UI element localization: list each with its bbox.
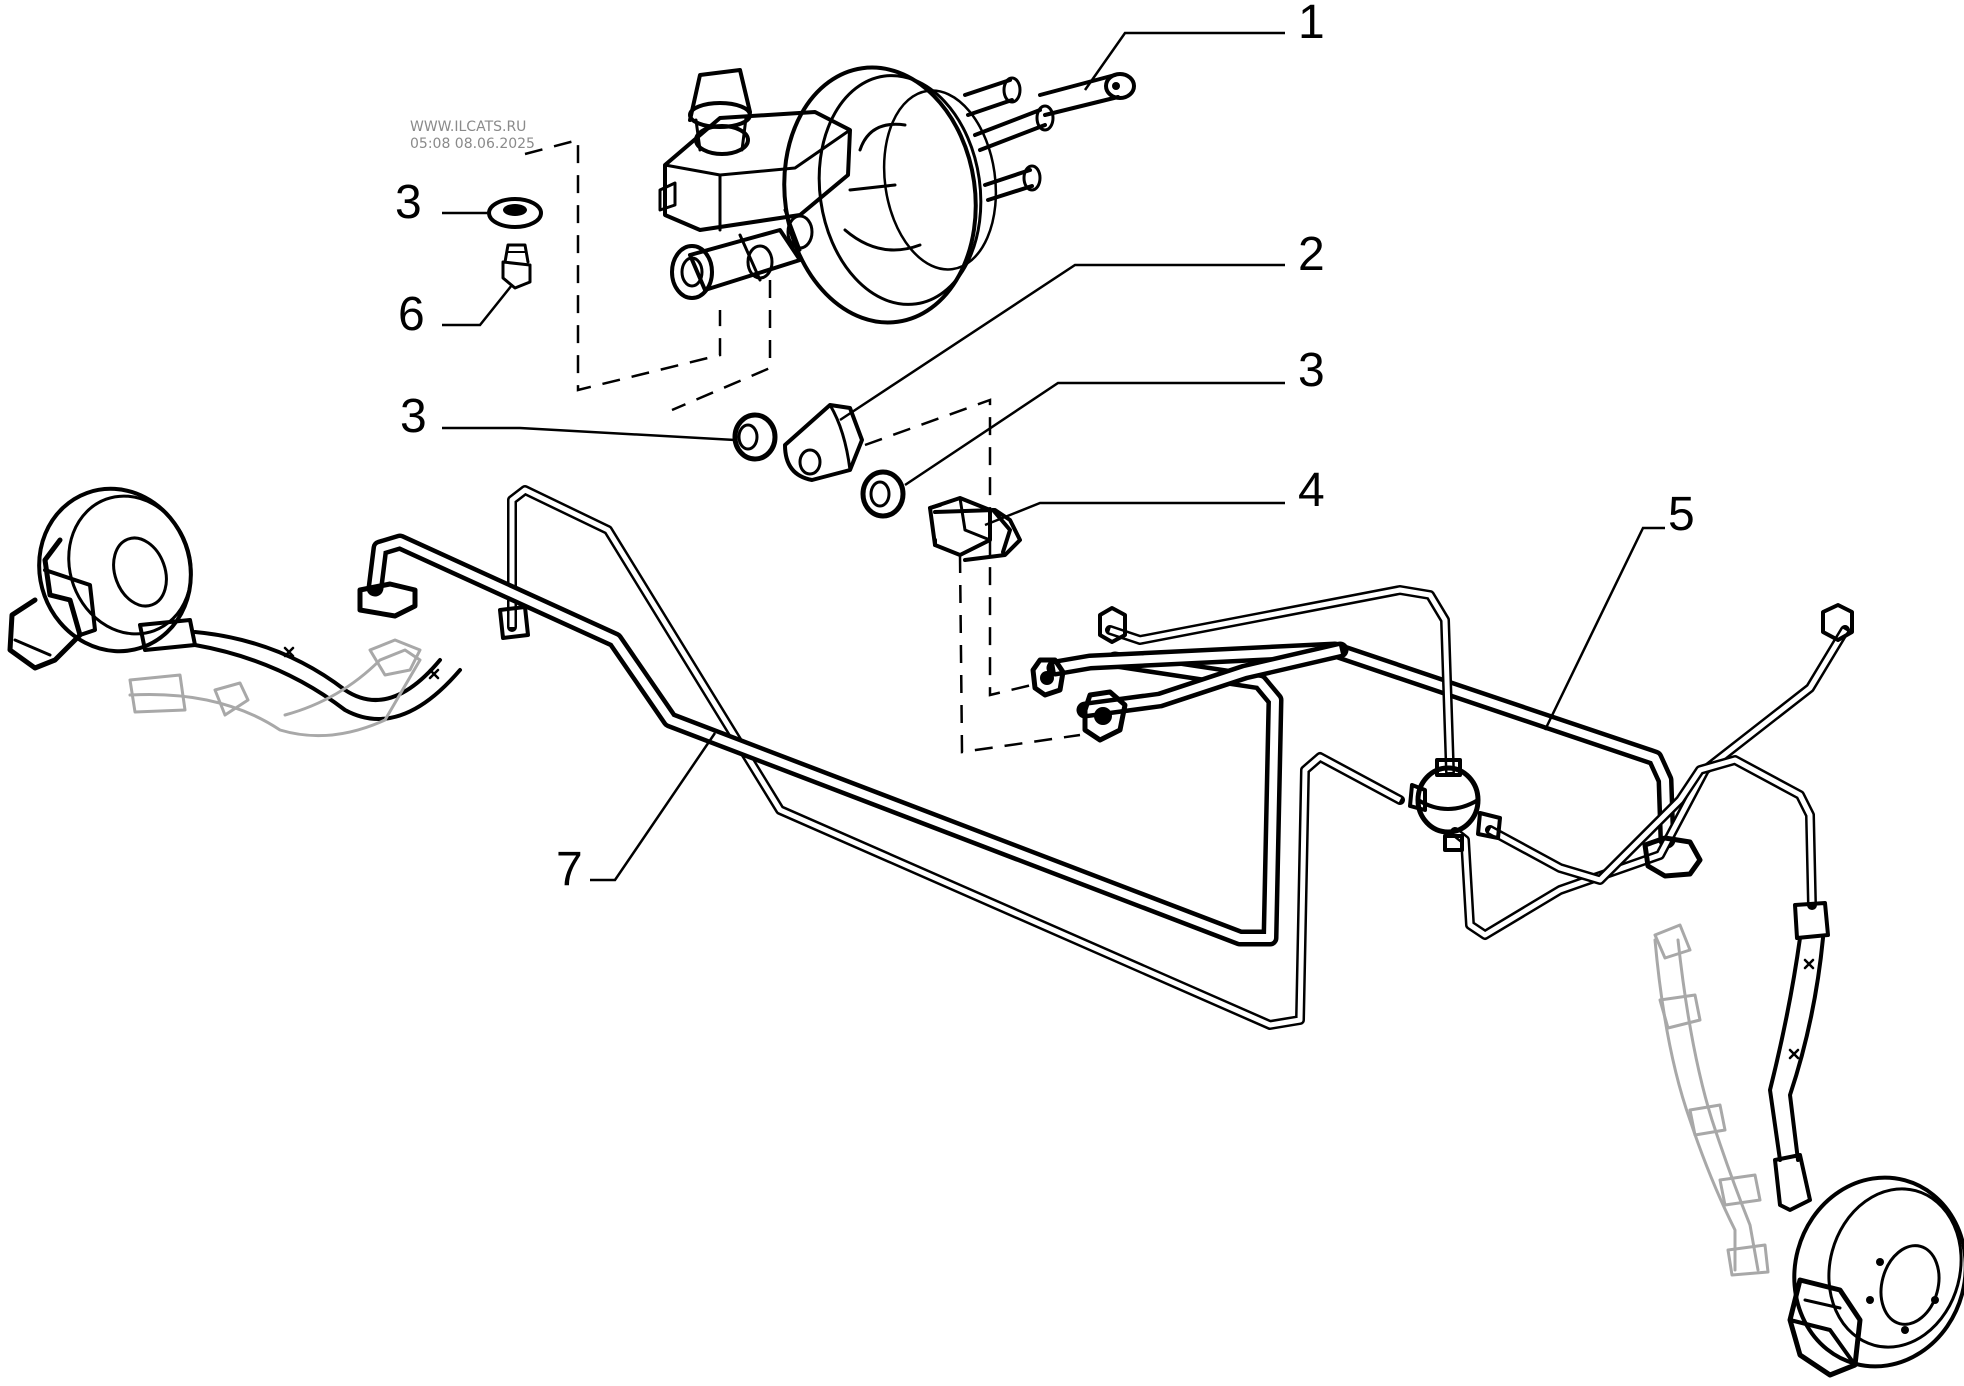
brake-booster (782, 65, 1136, 325)
callout-5: 5 (1668, 488, 1695, 541)
leader-lines (442, 31, 1665, 882)
four-way-junction (1408, 758, 1502, 852)
flexible-brake-hose-right (1653, 923, 1825, 1277)
callout-1: 1 (1298, 0, 1325, 49)
watermark-line1: WWW.ILCATS.RU (410, 119, 526, 135)
pipe-fittings (357, 581, 1854, 940)
washer-middle (732, 412, 778, 462)
brake-line-long (507, 485, 1405, 1030)
callout-3-top: 3 (395, 176, 422, 229)
front-right-brake-disc (1787, 1175, 1964, 1378)
brake-line-rear (1105, 585, 1850, 940)
brake-line-front-right (1046, 641, 1676, 849)
brake-line-front-left (366, 533, 1284, 947)
callouts: 1 2 3 3 3 4 5 6 7 (395, 0, 1695, 896)
callout-4: 4 (1298, 464, 1325, 517)
washer-top (487, 197, 543, 229)
callout-6: 6 (398, 288, 425, 341)
callout-3-left: 3 (400, 390, 427, 443)
flexible-brake-hose-left (128, 618, 462, 738)
banjo-fitting (783, 403, 864, 482)
bleed-screw (501, 243, 532, 290)
front-left-brake-disc (7, 486, 193, 671)
watermark: WWW.ILCATS.RU 05:08 08.06.2025 (410, 119, 535, 152)
callout-2: 2 (1298, 228, 1325, 281)
callout-7: 7 (556, 843, 583, 896)
callout-3-right: 3 (1298, 344, 1325, 397)
reservoir (658, 68, 752, 212)
assembly-guides (524, 138, 1081, 754)
washer-lower (860, 469, 906, 519)
watermark-line2: 05:08 08.06.2025 (410, 136, 535, 152)
master-cylinder (663, 110, 852, 300)
banjo-bolt (928, 496, 1022, 562)
